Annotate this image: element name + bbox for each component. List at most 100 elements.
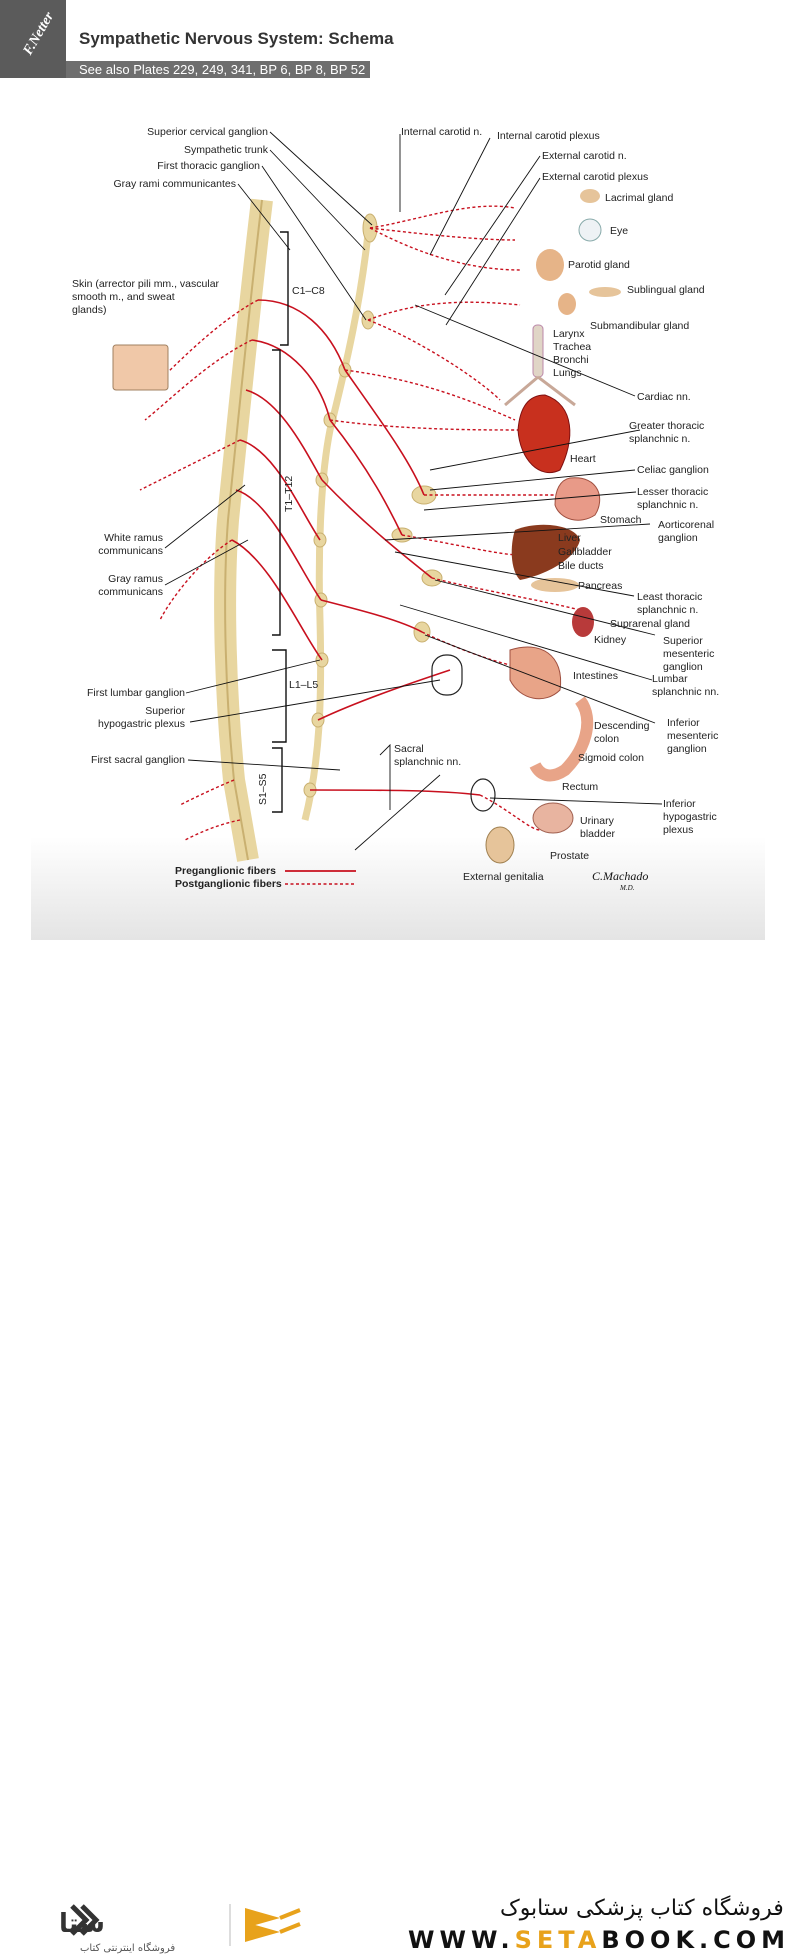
label-internal-carotid-n: Internal carotid n. xyxy=(401,126,482,138)
brand-name: ستابوک xyxy=(60,1909,105,1939)
label-sacral-splanchnic-2: splanchnic nn. xyxy=(394,756,461,768)
label-bile-ducts: Bile ducts xyxy=(558,560,604,572)
segment-brackets xyxy=(272,231,289,813)
label-external-carotid-plexus: External carotid plexus xyxy=(542,171,648,183)
segment-thoracic: T1–T12 xyxy=(283,476,295,512)
book-stack-icon xyxy=(245,1908,301,1942)
label-skin-3: glands) xyxy=(72,304,106,316)
external-genitalia xyxy=(485,826,515,864)
label-least-thoracic-2: splanchnic n. xyxy=(637,604,698,616)
label-superior-mesenteric-2: mesenteric xyxy=(663,648,714,660)
organs xyxy=(112,189,621,864)
sympathetic-schema-diagram: C1–C8 T1–T12 L1–L5 S1–S5 Superior cervic… xyxy=(72,126,719,892)
label-submandibular-gland: Submandibular gland xyxy=(590,320,689,332)
label-gallbladder: Gallbladder xyxy=(558,546,612,558)
url-pre: WWW. xyxy=(408,1926,515,1954)
intestines xyxy=(509,646,562,700)
shop-name: فروشگاه کتاب پزشکی ستابوک xyxy=(500,1896,784,1921)
submandibular-gland xyxy=(558,293,576,315)
label-lumbar-splanchnic-1: Lumbar xyxy=(652,673,688,685)
page-title: Sympathetic Nervous System: Schema xyxy=(79,29,394,48)
parotid-gland xyxy=(536,249,564,281)
see-also-bar: See also Plates 229, 249, 341, BP 6, BP … xyxy=(66,61,370,78)
label-superior-mesenteric-1: Superior xyxy=(663,635,703,647)
inferior-hypogastric-circle xyxy=(470,778,496,812)
label-inferior-mesenteric-3: ganglion xyxy=(667,743,707,755)
segment-cervical: C1–C8 xyxy=(292,285,325,297)
label-kidney: Kidney xyxy=(594,634,627,646)
liver xyxy=(511,524,580,580)
kidney xyxy=(572,607,594,637)
label-superior-mesenteric-3: ganglion xyxy=(663,661,703,673)
label-trachea: Trachea xyxy=(553,341,591,353)
see-also-text: See also Plates 229, 249, 341, BP 6, BP … xyxy=(79,62,366,77)
stomach xyxy=(554,477,601,521)
legend-post-label: Postganglionic fibers xyxy=(175,878,282,890)
sympathetic-trunk xyxy=(301,214,374,821)
label-white-ramus-1: White ramus xyxy=(104,532,163,544)
label-parotid-gland: Parotid gland xyxy=(568,259,630,271)
superior-hypogastric-circle xyxy=(431,654,463,696)
label-inferior-hypogastric-2: hypogastric xyxy=(663,811,717,823)
label-external-genitalia: External genitalia xyxy=(463,871,544,883)
label-inferior-mesenteric-2: mesenteric xyxy=(667,730,718,742)
label-heart: Heart xyxy=(570,453,596,465)
label-sacral-splanchnic-1: Sacral xyxy=(394,743,424,755)
setabook-logo: ستابوک فروشگاه اینترنتی کتاب xyxy=(60,1904,301,1954)
urinary-bladder xyxy=(532,802,574,834)
label-prostate: Prostate xyxy=(550,850,589,862)
header: F.Netter Sympathetic Nervous System: Sch… xyxy=(0,0,796,78)
label-first-thoracic-ganglion: First thoracic ganglion xyxy=(157,160,260,172)
label-celiac-ganglion: Celiac ganglion xyxy=(637,464,709,476)
lacrimal-gland xyxy=(580,189,600,203)
netter-logo: F.Netter xyxy=(0,0,66,78)
segment-lumbar: L1–L5 xyxy=(289,679,318,691)
spinal-cord-outline xyxy=(224,199,263,861)
eye xyxy=(578,218,602,242)
trachea xyxy=(532,324,544,378)
label-aorticorenal-1: Aorticorenal xyxy=(658,519,714,531)
label-inferior-hypogastric-1: Inferior xyxy=(663,798,696,810)
label-superior-hypogastric-2: hypogastric plexus xyxy=(98,718,185,730)
label-gray-ramus-1: Gray ramus xyxy=(108,573,163,585)
label-superior-hypogastric-1: Superior xyxy=(145,705,185,717)
label-urinary-bladder-1: Urinary xyxy=(580,815,615,827)
preganglionic-fibers xyxy=(231,299,481,796)
label-first-lumbar-ganglion: First lumbar ganglion xyxy=(87,687,185,699)
label-lesser-thoracic-2: splanchnic n. xyxy=(637,499,698,511)
label-external-carotid-n: External carotid n. xyxy=(542,150,627,162)
bronchi xyxy=(504,375,576,407)
shop-url[interactable]: WWW.SETABOOK.COM xyxy=(408,1926,790,1954)
label-lungs: Lungs xyxy=(553,367,582,379)
artist-signature: C.Machado xyxy=(592,869,648,883)
url-post: BOOK.COM xyxy=(601,1926,791,1954)
label-superior-cervical-ganglion: Superior cervical ganglion xyxy=(147,126,268,138)
segment-sacral: S1–S5 xyxy=(257,773,269,805)
label-skin-2: smooth m., and sweat xyxy=(72,291,175,303)
legend-pre-label: Preganglionic fibers xyxy=(175,865,276,877)
label-larynx: Larynx xyxy=(553,328,585,340)
label-lacrimal-gland: Lacrimal gland xyxy=(605,192,673,204)
sublingual-gland xyxy=(589,287,621,297)
label-sigmoid-colon: Sigmoid colon xyxy=(578,752,644,764)
label-bronchi: Bronchi xyxy=(553,354,589,366)
label-least-thoracic-1: Least thoracic xyxy=(637,591,702,603)
label-suprarenal-gland: Suprarenal gland xyxy=(610,618,690,630)
label-stomach: Stomach xyxy=(600,514,642,526)
label-gray-ramus-2: communicans xyxy=(98,586,163,598)
label-liver: Liver xyxy=(558,532,581,544)
label-skin-1: Skin (arrector pili mm., vascular xyxy=(72,278,220,290)
label-inferior-mesenteric-1: Inferior xyxy=(667,717,700,729)
url-highlight: SETA xyxy=(514,1926,602,1954)
label-urinary-bladder-2: bladder xyxy=(580,828,616,840)
label-white-ramus-2: communicans xyxy=(98,545,163,557)
label-intestines: Intestines xyxy=(573,670,618,682)
label-pancreas: Pancreas xyxy=(578,580,622,592)
label-sublingual-gland: Sublingual gland xyxy=(627,284,705,296)
label-internal-carotid-plexus: Internal carotid plexus xyxy=(497,130,600,142)
label-first-sacral-ganglion: First sacral ganglion xyxy=(91,754,185,766)
heart xyxy=(517,394,571,473)
artist-signature-md: M.D. xyxy=(619,884,635,892)
leader-lines xyxy=(164,131,663,851)
label-lumbar-splanchnic-2: splanchnic nn. xyxy=(652,686,719,698)
